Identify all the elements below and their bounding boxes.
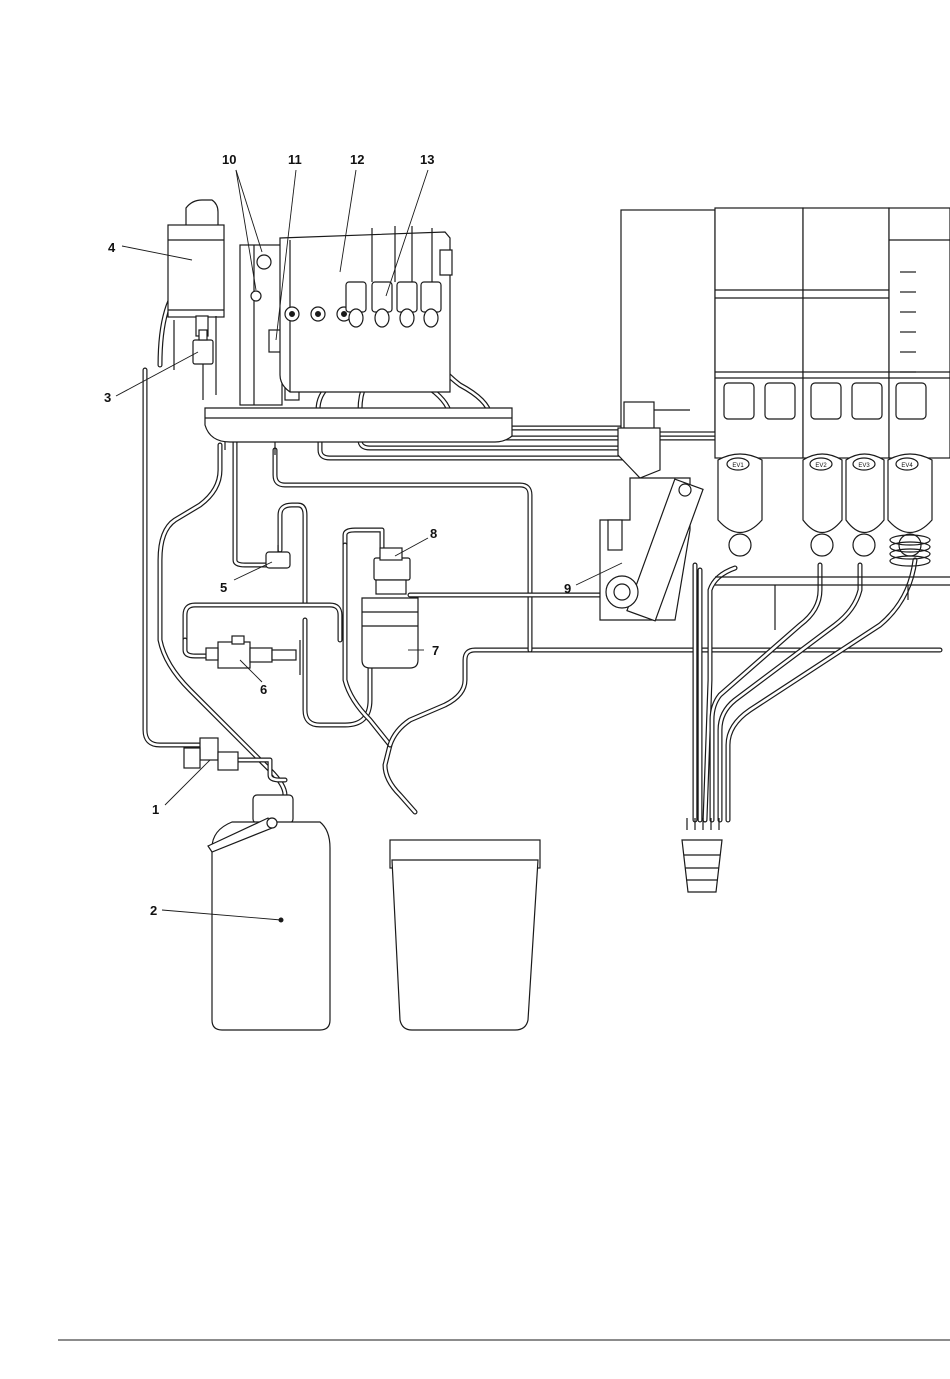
water-filter (362, 598, 418, 668)
callout-1: 1 (152, 802, 159, 817)
callout-9: 9 (564, 581, 571, 596)
valve-label-ev2: EV2 (815, 463, 827, 469)
level-sensor (193, 330, 213, 400)
brewer-unit (600, 478, 703, 621)
callout-4: 4 (108, 240, 116, 255)
pump (374, 548, 410, 594)
callout-3: 3 (104, 390, 111, 405)
callout-5: 5 (220, 580, 227, 595)
valve-label-ev4: EV4 (901, 463, 913, 469)
inlet-solenoid (206, 636, 300, 675)
water-tank (168, 200, 224, 395)
flow-meter (266, 545, 290, 568)
waste-bucket (390, 840, 540, 1030)
callout-12: 12 (350, 152, 364, 167)
callout-13: 13 (420, 152, 434, 167)
callout-8: 8 (430, 526, 437, 541)
callout-6: 6 (260, 682, 267, 697)
callout-10: 10 (222, 152, 236, 167)
valve-label-ev1: EV1 (732, 463, 744, 469)
callout-11: 11 (288, 152, 302, 167)
water-bottle (208, 795, 330, 1030)
callout-2: 2 (150, 903, 157, 918)
cup (682, 818, 722, 892)
product-canisters (621, 208, 950, 458)
callout-7: 7 (432, 643, 439, 658)
valve-label-ev3: EV3 (858, 463, 870, 469)
